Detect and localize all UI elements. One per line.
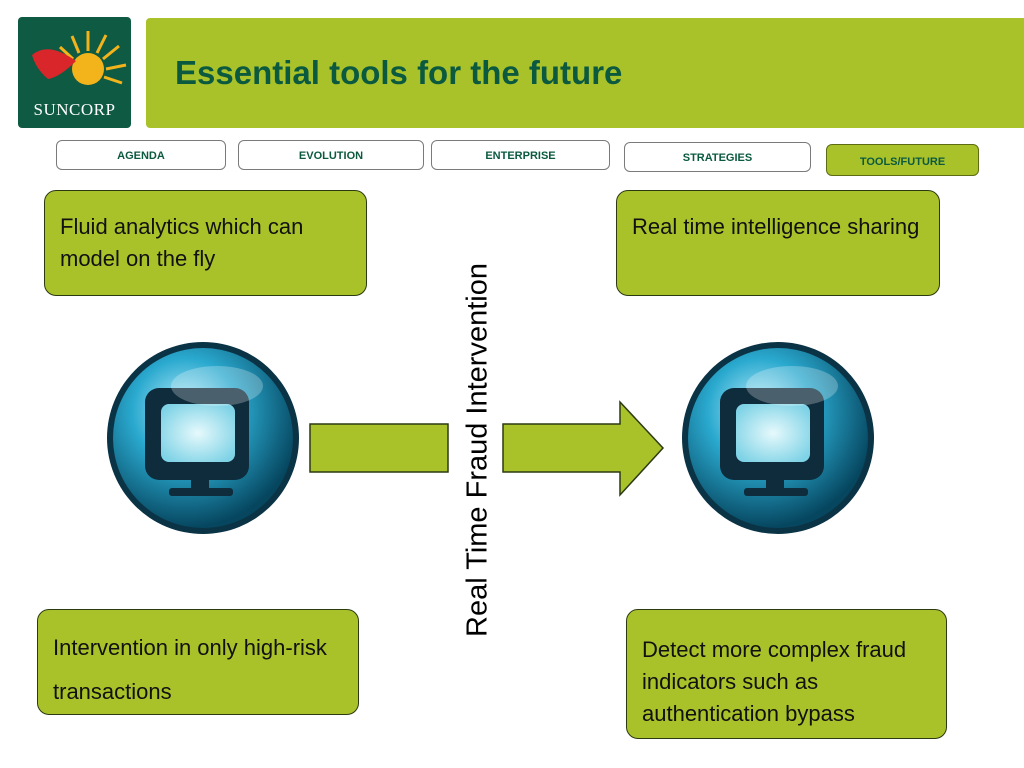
flow-arrow: [309, 400, 665, 497]
box-intervention: Intervention in only high-risk transacti…: [37, 609, 359, 715]
arrow-head: [502, 400, 665, 497]
suncorp-sun-icon: [32, 31, 127, 85]
tab-enterprise[interactable]: ENTERPRISE: [431, 140, 610, 170]
tab-evolution[interactable]: EVOLUTION: [238, 140, 424, 170]
tab-strategies[interactable]: STRATEGIES: [624, 142, 811, 172]
computer-monitor-icon: [680, 340, 876, 541]
computer-monitor-icon: [105, 340, 301, 541]
box-fluid-analytics: Fluid analytics which can model on the f…: [44, 190, 367, 296]
box-real-time-intelligence: Real time intelligence sharing: [616, 190, 940, 296]
arrow-tail: [309, 423, 449, 473]
box-detect-complex-fraud: Detect more complex fraud indicators suc…: [626, 609, 947, 739]
center-label: Real Time Fraud Intervention: [461, 263, 494, 637]
tab-agenda[interactable]: AGENDA: [56, 140, 226, 170]
suncorp-logo: SUNCORP: [18, 17, 131, 128]
page-title: Essential tools for the future: [175, 54, 623, 91]
header-band: [146, 18, 1024, 128]
tab-tools-future[interactable]: TOOLS/FUTURE: [826, 144, 979, 176]
logo-text: SUNCORP: [33, 100, 116, 119]
